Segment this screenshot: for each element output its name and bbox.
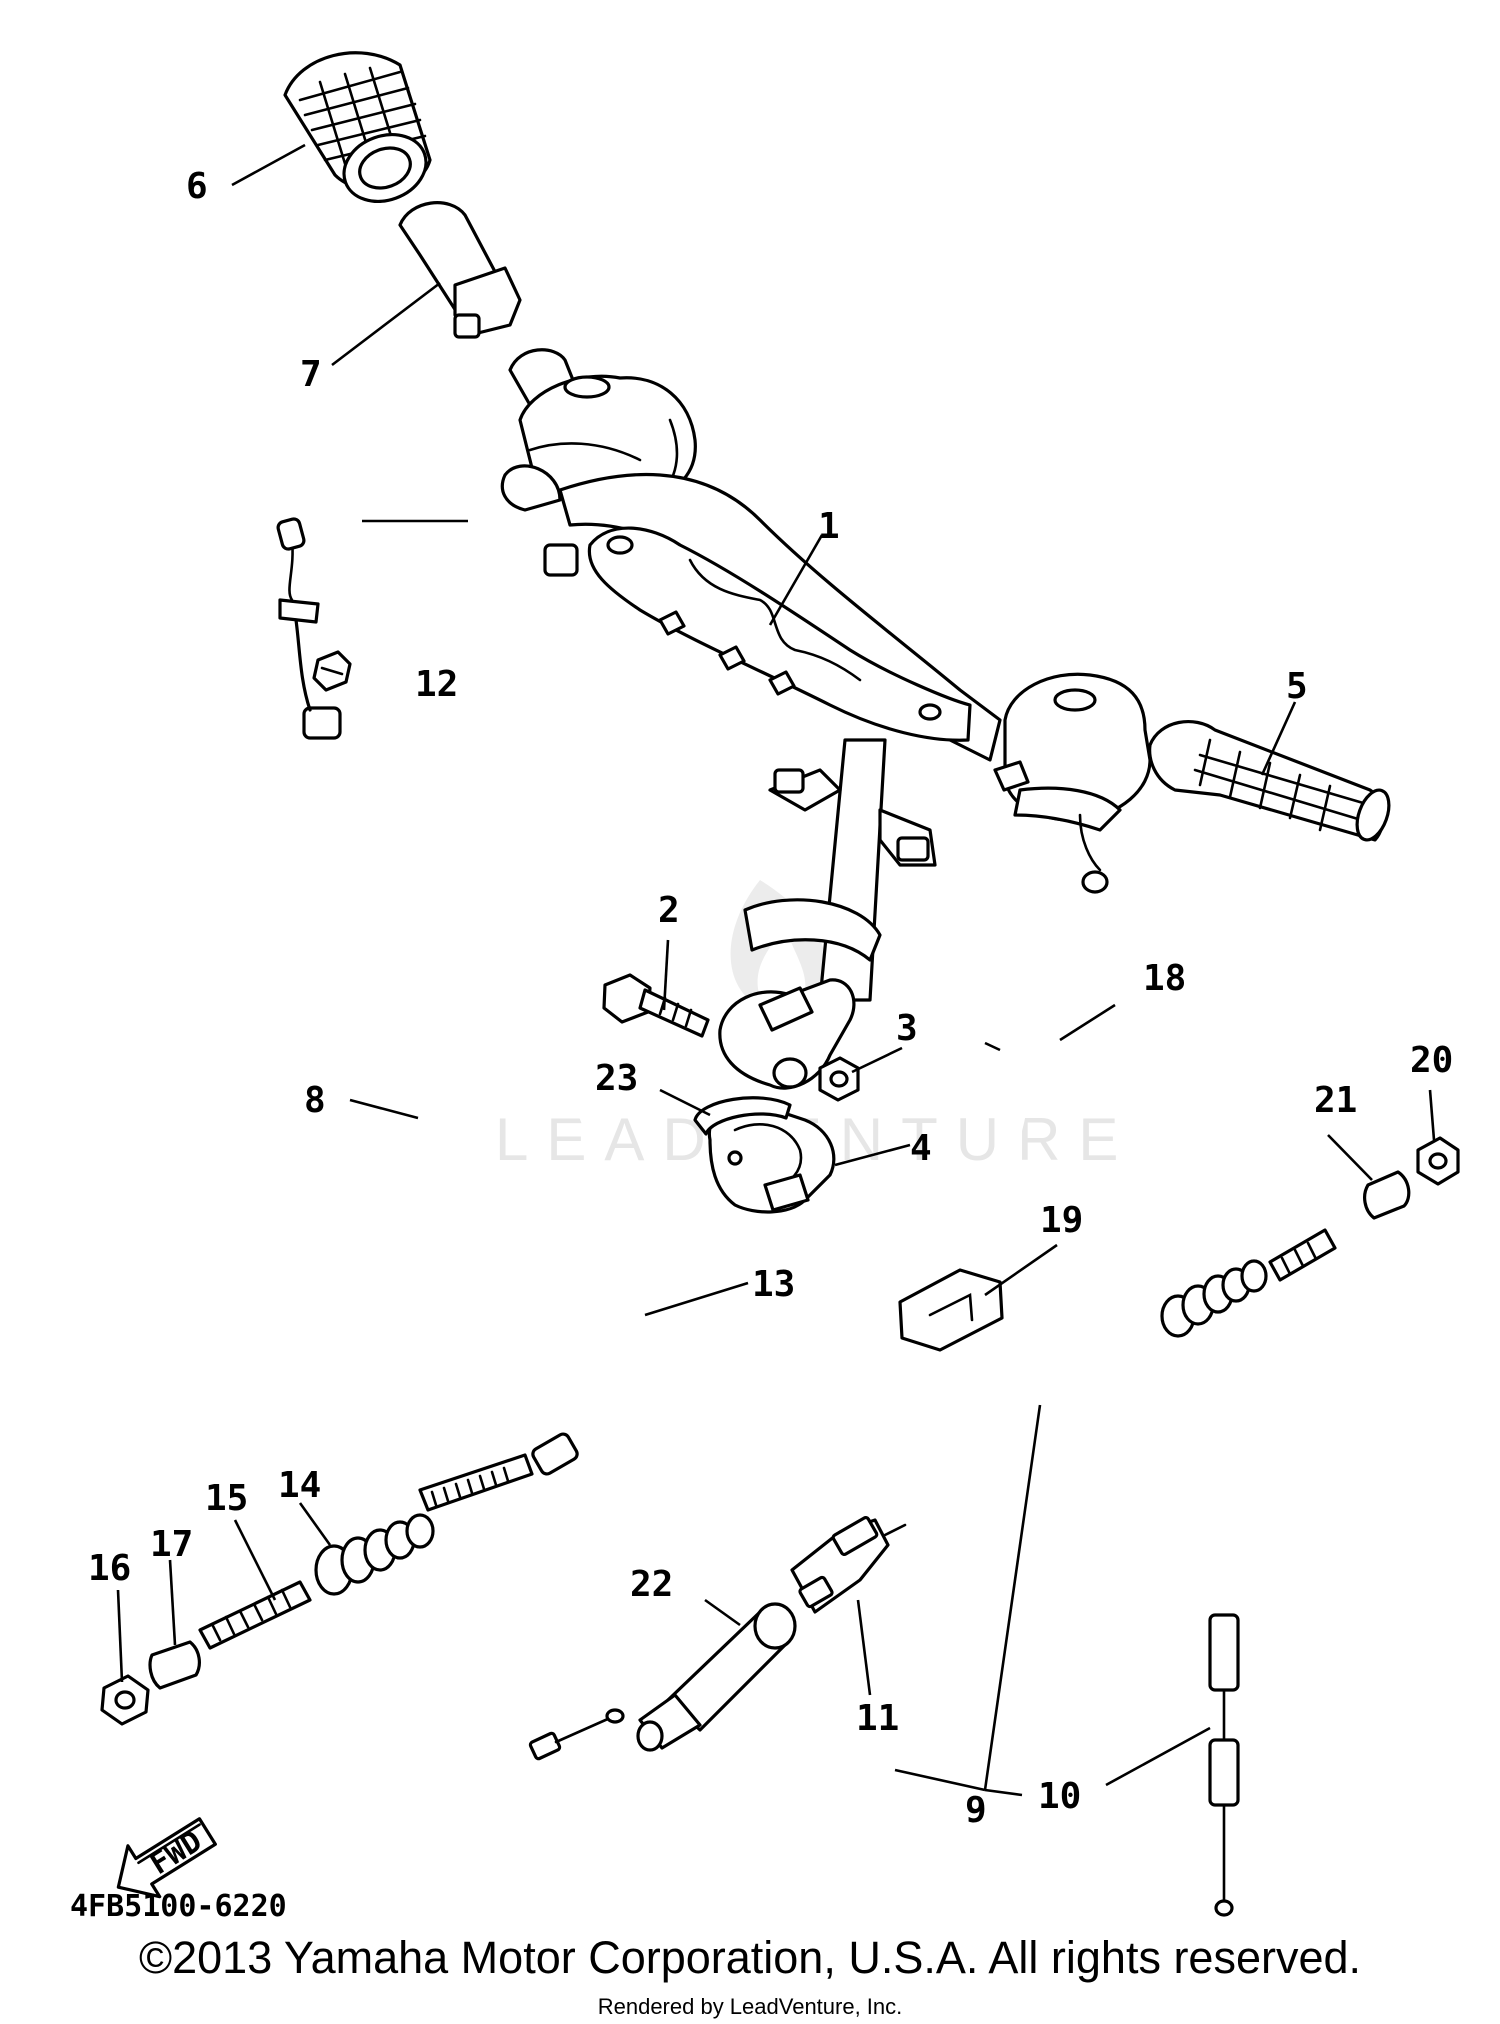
junction-11 (790, 1515, 907, 1614)
callout-12: 12 (415, 664, 458, 705)
handlebar-1 (500, 348, 1152, 1090)
callout-15: 15 (205, 1478, 248, 1519)
callout-11: 11 (856, 1698, 899, 1739)
callout-7: 7 (300, 354, 322, 395)
grip-6 (283, 51, 432, 203)
connector-19 (898, 1268, 1004, 1352)
leader-lines (116, 143, 1436, 1797)
callout-13: 13 (752, 1264, 795, 1305)
band-23 (693, 1096, 792, 1136)
callout-3: 3 (896, 1008, 918, 1049)
screw-12 (312, 650, 352, 692)
callout-6: 6 (186, 166, 208, 207)
callout-9: 9 (965, 1790, 987, 1831)
grip-5 (1148, 720, 1391, 842)
part-21 (1363, 1170, 1411, 1220)
callout-18: 18 (1143, 958, 1186, 999)
cable-8 (302, 706, 625, 1785)
callout-17: 17 (150, 1524, 193, 1565)
throttle-cable-end (276, 517, 320, 712)
cable-18 (848, 767, 1178, 1418)
throttle-7 (398, 201, 522, 339)
diagram-code: 4FB5100-6220 (70, 1889, 287, 1924)
callout-2: 2 (658, 890, 680, 931)
nut-16 (100, 1674, 150, 1726)
copyright-text: ©2013 Yamaha Motor Corporation, U.S.A. A… (138, 1932, 1362, 1983)
callout-20: 20 (1410, 1040, 1453, 1081)
callout-1: 1 (818, 506, 840, 547)
part-22 (636, 1602, 797, 1752)
nut-3 (818, 1056, 860, 1102)
part-17 (148, 1640, 201, 1690)
cable-13 (418, 543, 645, 1512)
callout-19: 19 (1040, 1200, 1083, 1241)
callout-4: 4 (910, 1128, 932, 1169)
cable-9 (877, 1397, 1232, 1623)
cable-10 (1208, 1613, 1240, 1917)
callout-16: 16 (88, 1548, 131, 1589)
adjuster-14 (314, 1513, 435, 1596)
holder-4 (707, 1102, 836, 1214)
callout-5: 5 (1286, 666, 1308, 707)
callout-23: 23 (595, 1058, 638, 1099)
nut-20 (1416, 1136, 1460, 1186)
callout-14: 14 (278, 1465, 321, 1506)
callout-10: 10 (1038, 1776, 1081, 1817)
callout-8: 8 (304, 1080, 326, 1121)
rendered-by-text: Rendered by LeadVenture, Inc. (597, 1994, 903, 2019)
adjuster-right (1160, 1228, 1337, 1338)
callout-21: 21 (1314, 1080, 1357, 1121)
bolt-2 (602, 973, 710, 1038)
callout-22: 22 (630, 1564, 673, 1605)
spring-15 (198, 1580, 312, 1650)
